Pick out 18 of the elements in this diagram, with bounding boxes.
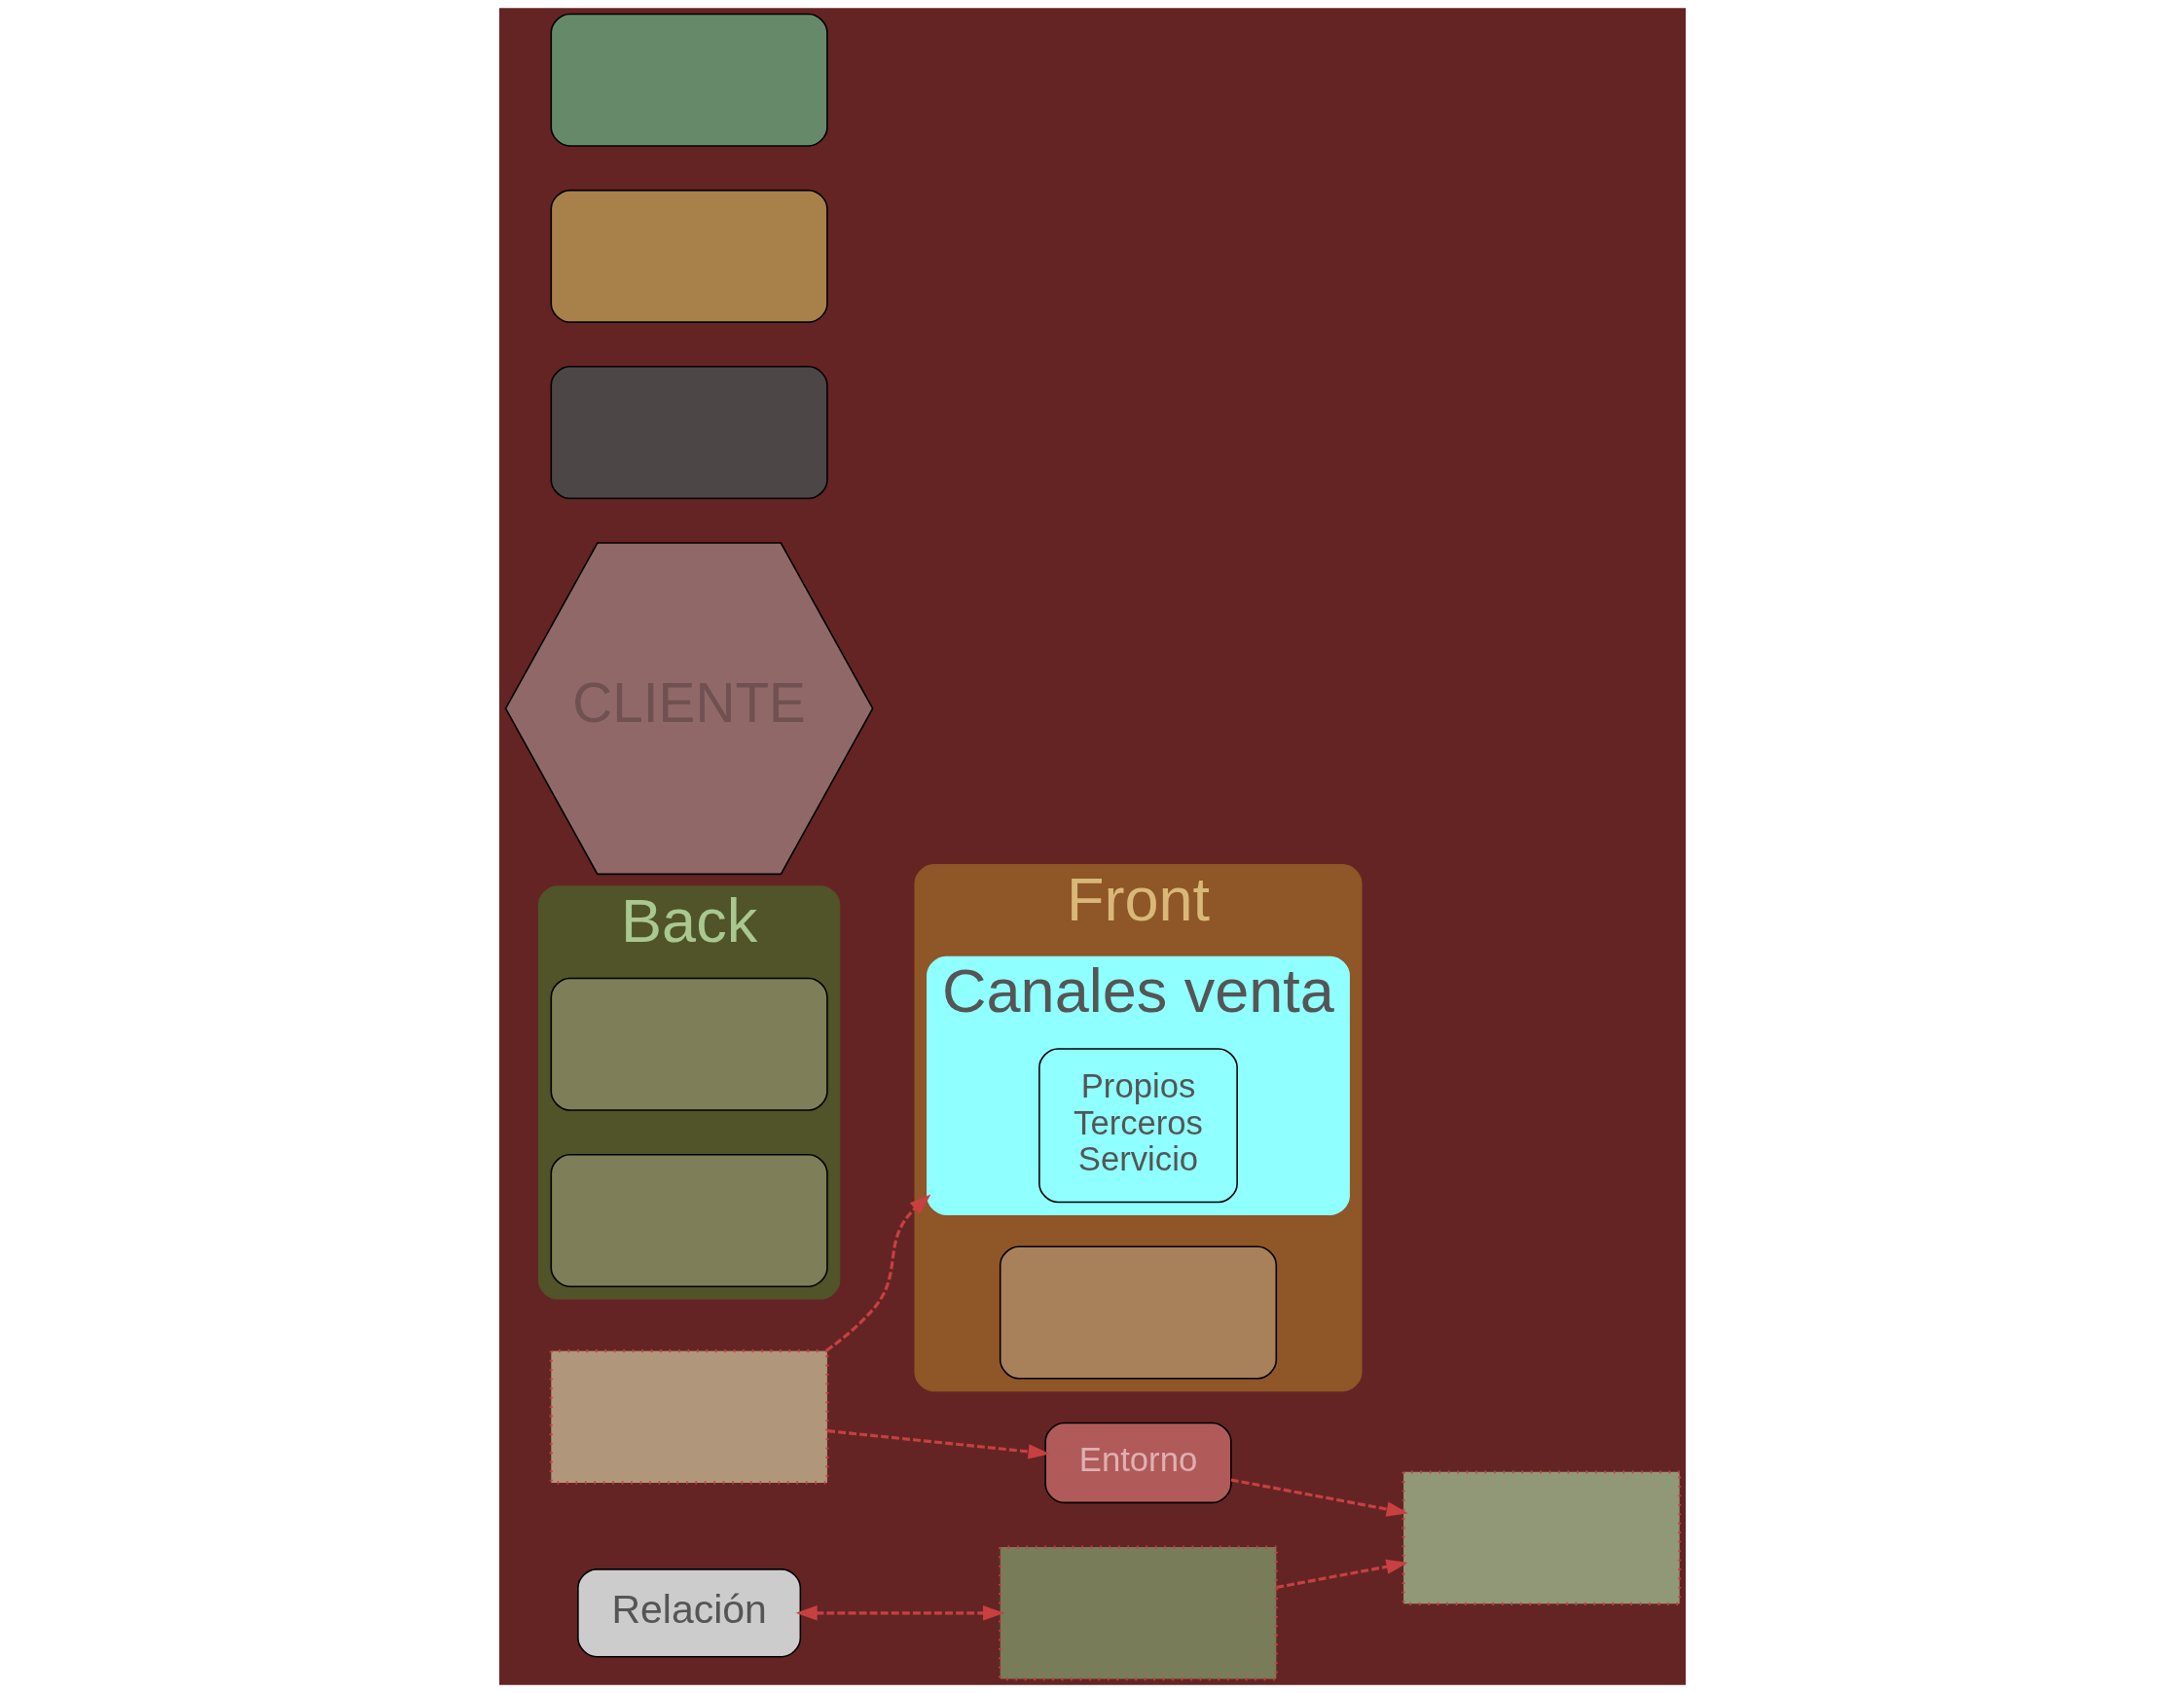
node-box: Entorno (1043, 1422, 1232, 1504)
arrow (1230, 1478, 1408, 1517)
arrow (826, 1429, 1050, 1459)
node-box (1401, 1470, 1681, 1605)
arrow (1275, 1559, 1408, 1589)
cluster: Back (537, 885, 840, 1300)
node-box (998, 1545, 1278, 1681)
node-box (550, 13, 828, 147)
node-box: Relación (576, 1568, 801, 1658)
node-box (999, 1245, 1277, 1380)
node-box (550, 366, 828, 500)
node-box (549, 1349, 828, 1485)
arrow (795, 1605, 1004, 1621)
node-box: Propios Terceros Servicio (1037, 1048, 1238, 1204)
arrow (824, 1194, 930, 1352)
node-box (550, 1153, 828, 1287)
node-box (550, 189, 828, 323)
node-box (550, 977, 828, 1111)
